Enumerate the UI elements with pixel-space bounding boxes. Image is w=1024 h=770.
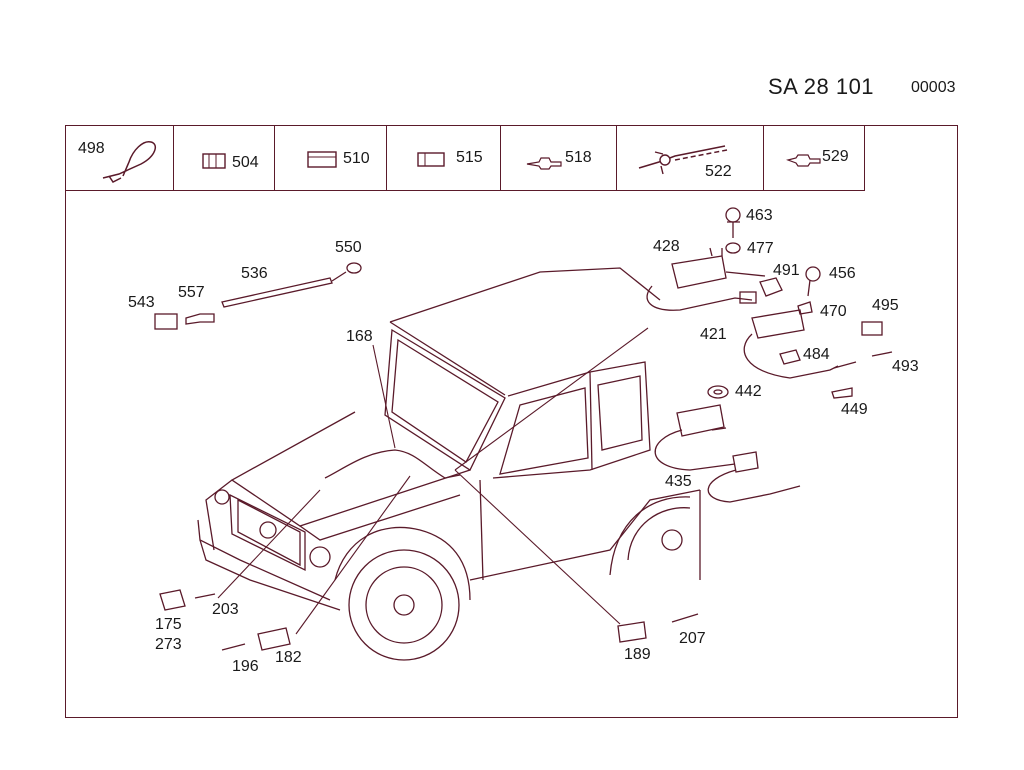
callout-484: 484: [803, 346, 830, 363]
callout-543: 543: [128, 294, 155, 311]
callout-189: 189: [624, 646, 651, 663]
part-number: 510: [343, 150, 370, 167]
callout-196: 196: [232, 658, 259, 675]
upper-left-parts: [154, 262, 362, 330]
vehicle-outline: [197, 267, 701, 661]
part-number: 518: [565, 149, 592, 166]
callout-428: 428: [653, 238, 680, 255]
terminal-pin-icon: [526, 157, 562, 170]
callout-182: 182: [275, 649, 302, 666]
callout-442: 442: [735, 383, 762, 400]
parts-header-row: 498 504 510 515: [66, 126, 865, 191]
drawing-number: SA 28 101: [768, 74, 875, 99]
header-cell-529[interactable]: 529: [764, 126, 864, 190]
clamp-strap-icon: [638, 145, 728, 175]
callout-493: 493: [892, 358, 919, 375]
drawing-frame: 498 504 510 515: [65, 125, 958, 718]
callout-175: 175: [155, 616, 182, 633]
connector-housing-icon: [417, 152, 445, 167]
callout-435: 435: [665, 473, 692, 490]
callout-491: 491: [773, 262, 800, 279]
sheet-number: 00003: [911, 79, 956, 96]
document-code: SA 28 101 00003: [0, 74, 1024, 104]
callout-495: 495: [872, 297, 899, 314]
callout-456: 456: [829, 265, 856, 282]
callout-203: 203: [212, 601, 239, 618]
middle-right-parts: [654, 385, 801, 503]
callout-273: 273: [155, 636, 182, 653]
header-cell-522[interactable]: 522: [617, 126, 764, 190]
upper-right-parts: [646, 207, 893, 399]
callout-168: 168: [346, 328, 373, 345]
terminal-socket-icon: [786, 154, 821, 167]
callout-463: 463: [746, 207, 773, 224]
lower-parts: [159, 589, 699, 651]
callout-449: 449: [841, 401, 868, 418]
part-number: 515: [456, 149, 483, 166]
header-cell-510[interactable]: 510: [275, 126, 387, 190]
leader-lines: [217, 327, 649, 635]
callout-470: 470: [820, 303, 847, 320]
cable-tie-icon: [102, 141, 157, 183]
callout-421: 421: [700, 326, 727, 343]
connector-housing-icon: [202, 153, 226, 169]
part-number: 529: [822, 148, 849, 165]
header-cell-515[interactable]: 515: [387, 126, 501, 190]
callout-550: 550: [335, 239, 362, 256]
callout-557: 557: [178, 284, 205, 301]
header-cell-518[interactable]: 518: [501, 126, 617, 190]
part-number: 504: [232, 154, 259, 171]
header-cell-498[interactable]: 498: [66, 126, 174, 190]
callout-477: 477: [747, 240, 774, 257]
header-cell-504[interactable]: 504: [174, 126, 275, 190]
connector-housing-icon: [307, 151, 337, 168]
callout-536: 536: [241, 265, 268, 282]
part-number: 522: [705, 163, 732, 180]
part-number: 498: [78, 140, 105, 157]
callout-207: 207: [679, 630, 706, 647]
